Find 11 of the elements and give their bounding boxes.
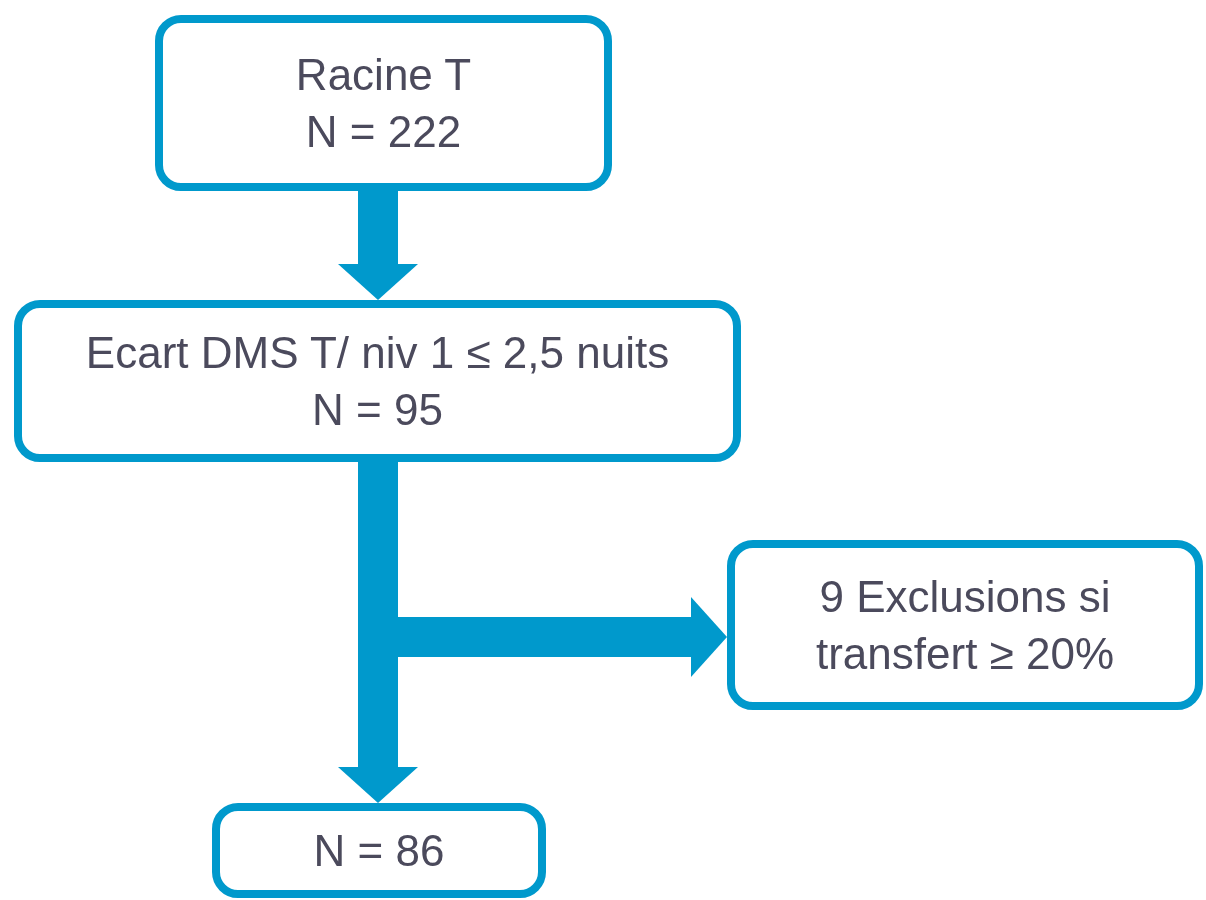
- box-text: Ecart DMS T/ niv 1 ≤ 2,5 nuits: [85, 326, 670, 379]
- box-text: N = 222: [305, 106, 462, 158]
- box-text: 9 Exclusions si transfert ≥ 20%: [814, 570, 1116, 680]
- process-box: [14, 300, 741, 462]
- process-box: [212, 803, 546, 898]
- arrow: [338, 191, 418, 300]
- box-text: N = 95: [312, 384, 443, 436]
- process-box: [155, 15, 612, 191]
- box-text: Racine T: [295, 48, 472, 101]
- box-text: N = 86: [313, 824, 445, 877]
- process-box: [727, 540, 1203, 710]
